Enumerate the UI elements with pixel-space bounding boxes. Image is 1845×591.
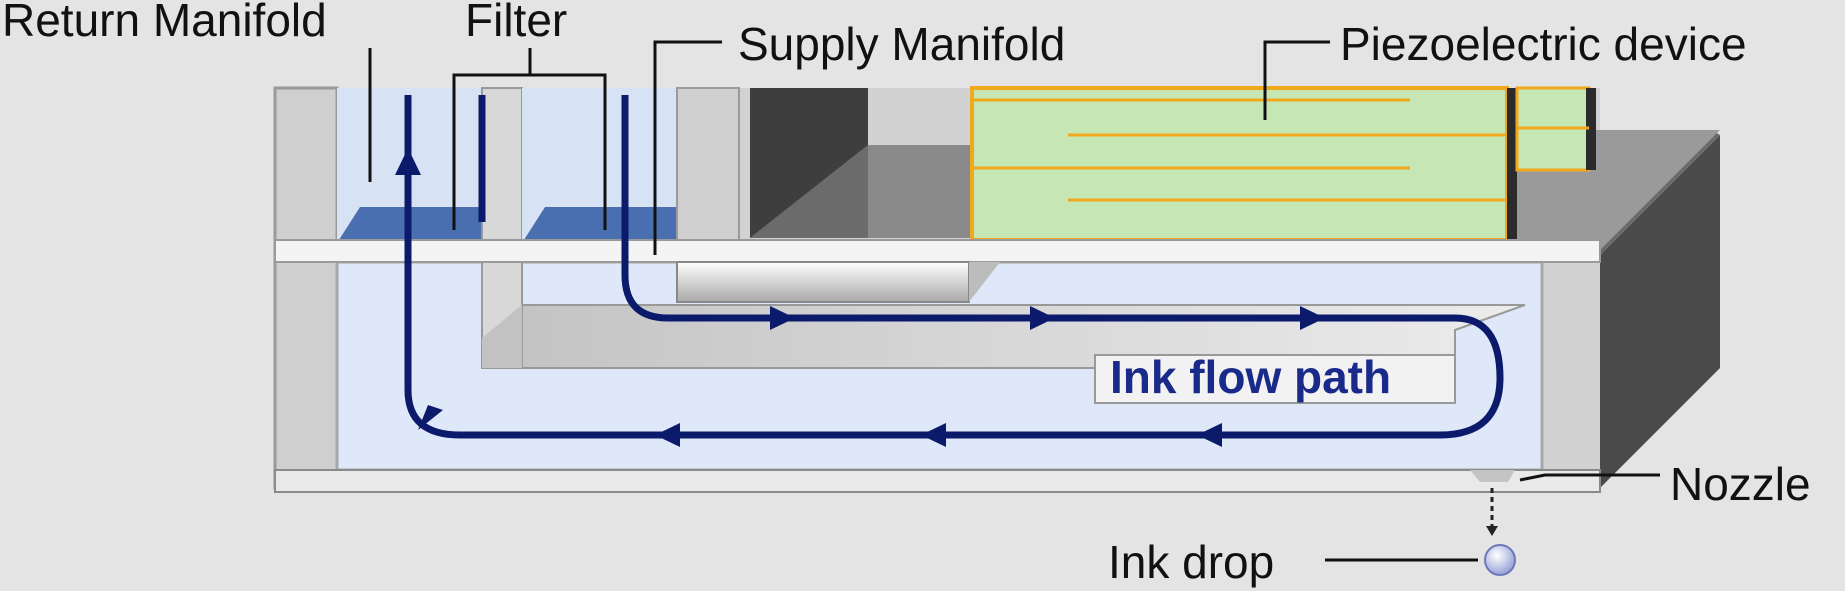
separator-plate [274,239,1601,263]
left-wall [273,86,339,490]
flow-arrow-right-3 [1300,306,1325,330]
flow-arrow-up [395,148,421,175]
nozzle-plate [274,469,1601,493]
ink-flow-path-line [395,95,1504,447]
actuator-block [750,88,975,238]
diaphragm-shelf [676,261,1000,303]
label-nozzle: Nozzle [1670,458,1811,510]
supply-wall [676,87,740,244]
label-ink-flow-path: Ink flow path [1110,351,1391,403]
piezoelectric-device [970,86,1596,242]
leader-lines [368,40,1660,562]
label-return-manifold: Return Manifold [2,0,327,46]
flow-arrow-left-4 [418,405,443,430]
label-filter: Filter [465,0,567,46]
flow-arrow-right-1 [770,306,795,330]
flow-arrow-left-3 [655,423,680,447]
label-piezoelectric-device: Piezoelectric device [1340,18,1747,70]
supply-manifold [522,88,677,243]
label-ink-drop: Ink drop [1108,536,1274,588]
flow-arrow-left-1 [1197,423,1222,447]
ink-drop [1484,488,1516,576]
label-supply-manifold: Supply Manifold [738,18,1065,70]
flow-arrow-left-2 [921,423,946,447]
flow-arrow-right-2 [1030,306,1055,330]
